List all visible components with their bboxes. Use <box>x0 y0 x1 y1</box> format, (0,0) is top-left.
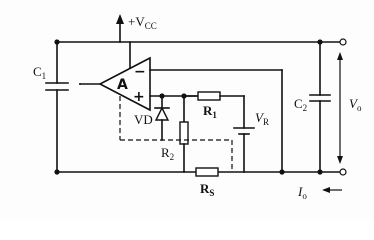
opamp-label: A <box>117 77 128 93</box>
rs-label: RS <box>200 181 214 198</box>
r2-resistor <box>179 121 189 145</box>
c1-bottom-node <box>54 169 60 175</box>
c1-label: C1 <box>33 64 46 81</box>
circuit-diagram: +VCC C1 A − + VD R1 VR R2 RS <box>33 14 362 201</box>
opamp-inverting-symbol: − <box>134 64 146 80</box>
vcc-label: +VCC <box>128 14 157 31</box>
r1-resistor <box>197 91 221 101</box>
c2-bottom-node <box>317 169 323 175</box>
io-label: Io <box>297 184 307 201</box>
c2-label: C2 <box>294 96 307 113</box>
vcc-arrow <box>116 14 124 24</box>
opamp-noninverting-symbol: + <box>133 89 145 105</box>
io-arrow-head <box>322 187 330 193</box>
vd-label: VD <box>134 112 153 127</box>
vd-diode-symbol <box>154 106 170 121</box>
r2-label: R2 <box>161 145 174 162</box>
feedback-node <box>279 169 285 175</box>
opamp-triangle <box>98 56 151 112</box>
vo-arrow-head-up <box>337 52 343 60</box>
circuit-schematic: +VCC C1 A − + VD R1 VR R2 RS <box>33 14 362 201</box>
vo-label: Vo <box>349 96 362 113</box>
vr-label: VR <box>255 110 269 127</box>
output-terminal-top <box>339 38 347 46</box>
vo-arrow-head-down <box>337 156 343 164</box>
output-terminal-bottom <box>339 168 347 176</box>
rs-resistor <box>195 167 219 177</box>
r1-label: R1 <box>203 103 217 120</box>
c1-top-node <box>54 39 60 45</box>
